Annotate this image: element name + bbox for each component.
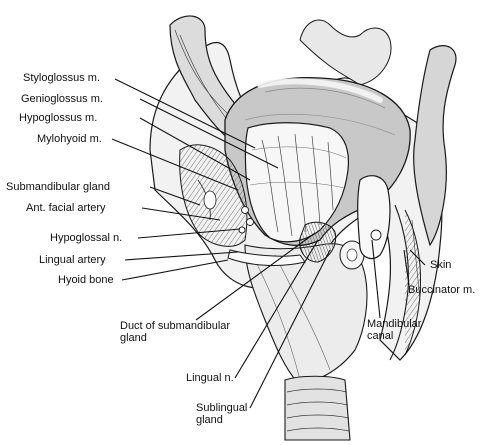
label-duct-line2: gland: [120, 332, 147, 344]
label-sublingual-line1: Sublingual: [196, 402, 248, 414]
label-ant-facial-artery: Ant. facial artery: [26, 202, 106, 214]
label-mandibular-line2: canal: [367, 330, 394, 342]
mandible-section: [357, 175, 391, 260]
label-styloglossus: Styloglossus m.: [23, 72, 101, 84]
label-lingual-artery: Lingual artery: [39, 254, 106, 266]
label-lingual-n: Lingual n.: [186, 372, 234, 384]
label-mandibular-line1: Mandibular: [367, 318, 422, 330]
label-mylohyoid: Mylohyoid m.: [37, 133, 102, 145]
label-hypoglossal-n: Hypoglossal n.: [50, 232, 123, 244]
label-hyoid-bone: Hyoid bone: [58, 274, 114, 286]
label-sublingual-line2: gland: [196, 414, 223, 426]
label-submandibular-gland: Submandibular gland: [6, 181, 110, 193]
label-mandibular-canal: Mandibular canal: [367, 318, 421, 342]
label-duct-submandibular: Duct of submandibular gland: [120, 320, 230, 344]
label-genioglossus: Genioglossus m.: [21, 93, 103, 105]
label-sublingual-gland: Sublingual gland: [196, 402, 247, 426]
leader-lines: [111, 78, 426, 409]
label-buccinator: Buccinator m.: [408, 284, 476, 296]
label-skin: Skin: [430, 259, 452, 271]
label-duct-line1: Duct of submandibular: [120, 320, 231, 332]
label-hypoglossus: Hypoglossus m.: [19, 112, 98, 124]
trachea: [284, 375, 351, 441]
right-ramus: [413, 45, 457, 247]
